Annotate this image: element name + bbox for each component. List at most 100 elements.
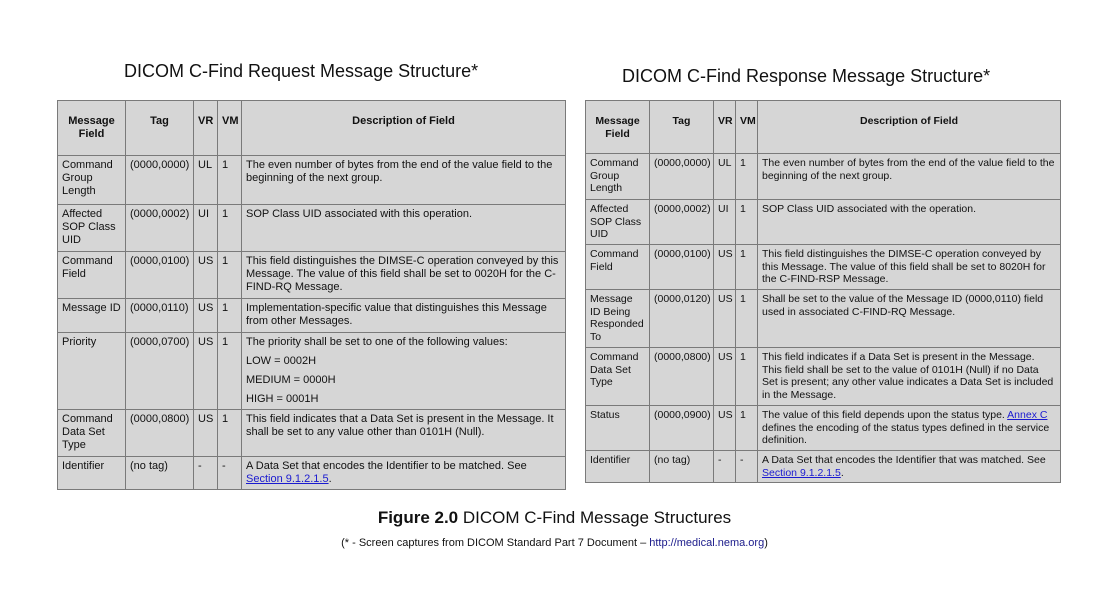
footnote: (* - Screen captures from DICOM Standard… [0, 537, 1109, 549]
cell-description: SOP Class UID associated with the operat… [757, 199, 1061, 245]
cell-vr: US [713, 244, 736, 290]
table-row: Command Data Set Type (0000,0800) US 1 T… [57, 409, 566, 457]
request-table-title: DICOM C-Find Request Message Structure* [124, 61, 479, 81]
cell-description: The value of this field depends upon the… [757, 405, 1061, 451]
header-vr: VR [713, 100, 736, 154]
cell-vm: 1 [735, 289, 758, 348]
cell-field: Identifier [57, 456, 126, 490]
cell-tag: (no tag) [649, 450, 714, 483]
cell-tag: (0000,0000) [125, 155, 194, 205]
cell-field: Priority [57, 332, 126, 410]
cell-field: Command Field [57, 251, 126, 299]
response-table-title: DICOM C-Find Response Message Structure* [622, 66, 991, 86]
header-vm: VM [217, 100, 242, 156]
table-row: Identifier (no tag) - - A Data Set that … [585, 450, 1061, 483]
cell-field: Status [585, 405, 650, 451]
cell-field: Command Data Set Type [57, 409, 126, 457]
cell-tag: (0000,0700) [125, 332, 194, 410]
cell-vm: - [217, 456, 242, 490]
table-row: Command Group Length (0000,0000) UL 1 Th… [57, 155, 566, 205]
cell-tag: (0000,0110) [125, 298, 194, 333]
cell-vm: 1 [217, 204, 242, 252]
table-row: Status (0000,0900) US 1 The value of thi… [585, 405, 1061, 451]
cell-field: Affected SOP Class UID [585, 199, 650, 245]
table-row: Affected SOP Class UID (0000,0002) UI 1 … [57, 204, 566, 252]
cell-description: The priority shall be set to one of the … [241, 332, 566, 410]
cell-tag: (0000,0800) [649, 347, 714, 406]
table-row: Command Field (0000,0100) US 1 This fiel… [585, 244, 1061, 290]
cell-vr: UI [193, 204, 218, 252]
cell-vr: US [193, 332, 218, 410]
cell-field: Message ID [57, 298, 126, 333]
description-suffix: defines the encoding of the status types… [762, 421, 1050, 447]
cell-field: Affected SOP Class UID [57, 204, 126, 252]
cell-field: Message ID Being Responded To [585, 289, 650, 348]
cell-tag: (0000,0002) [125, 204, 194, 252]
cell-description: This field distinguishes the DIMSE-C ope… [241, 251, 566, 299]
cell-vr: US [193, 298, 218, 333]
footnote-link[interactable]: http://medical.nema.org [649, 537, 765, 549]
section-link[interactable]: Section 9.1.2.1.5 [762, 466, 841, 479]
cell-field: Command Field [585, 244, 650, 290]
cell-vr: US [713, 405, 736, 451]
header-message-field: Message Field [57, 100, 126, 156]
priority-medium-value: MEDIUM = 0000H [246, 374, 336, 386]
table-row: Affected SOP Class UID (0000,0002) UI 1 … [585, 199, 1061, 245]
cell-vr: UL [713, 153, 736, 200]
cell-description: The even number of bytes from the end of… [241, 155, 566, 205]
cell-description: This field distinguishes the DIMSE-C ope… [757, 244, 1061, 290]
cell-vm: - [735, 450, 758, 483]
table-row: Message ID (0000,0110) US 1 Implementati… [57, 298, 566, 333]
cell-tag: (0000,0000) [649, 153, 714, 200]
cell-field: Command Group Length [585, 153, 650, 200]
table-row: Command Data Set Type (0000,0800) US 1 T… [585, 347, 1061, 406]
table-row: Identifier (no tag) - - A Data Set that … [57, 456, 566, 490]
cell-vm: 1 [217, 298, 242, 333]
priority-high-value: HIGH = 0001H [246, 393, 319, 405]
cell-tag: (0000,0100) [649, 244, 714, 290]
header-description: Description of Field [241, 100, 566, 156]
annex-c-link[interactable]: Annex C [1007, 409, 1048, 421]
header-description: Description of Field [757, 100, 1061, 154]
cell-tag: (no tag) [125, 456, 194, 490]
description-text: The value of this field depends upon the… [762, 409, 1008, 421]
response-message-table: Message Field Tag VR VM Description of F… [585, 100, 1061, 483]
cell-vr: US [713, 347, 736, 406]
cell-tag: (0000,0800) [125, 409, 194, 457]
cell-vm: 1 [735, 347, 758, 406]
header-message-field: Message Field [585, 100, 650, 154]
section-link[interactable]: Section 9.1.2.1.5 [246, 473, 329, 485]
request-message-table: Message Field Tag VR VM Description of F… [57, 100, 566, 490]
description-suffix: . [328, 473, 332, 485]
cell-vr: - [193, 456, 218, 490]
cell-field: Command Data Set Type [585, 347, 650, 406]
table-row: Priority (0000,0700) US 1 The priority s… [57, 332, 566, 410]
cell-description: A Data Set that encodes the Identifier t… [757, 450, 1061, 483]
table-row: Message ID Being Responded To (0000,0120… [585, 289, 1061, 348]
footnote-suffix: ) [764, 537, 768, 549]
cell-tag: (0000,0002) [649, 199, 714, 245]
figure-caption-text: DICOM C-Find Message Structures [458, 508, 732, 527]
table-row: Command Group Length (0000,0000) UL 1 Th… [585, 153, 1061, 200]
header-vr: VR [193, 100, 218, 156]
table-row: Command Field (0000,0100) US 1 This fiel… [57, 251, 566, 299]
cell-vr: US [193, 409, 218, 457]
footnote-text: (* - Screen captures from DICOM Standard… [341, 537, 650, 549]
priority-description: The priority shall be set to one of the … [246, 336, 508, 348]
cell-description: This field indicates that a Data Set is … [241, 409, 566, 457]
cell-vr: - [713, 450, 736, 483]
cell-field: Command Group Length [57, 155, 126, 205]
priority-low-value: LOW = 0002H [246, 355, 317, 367]
cell-vm: 1 [735, 405, 758, 451]
header-tag: Tag [649, 100, 714, 154]
cell-vm: 1 [735, 199, 758, 245]
cell-vm: 1 [217, 409, 242, 457]
description-text: A Data Set that encodes the Identifier t… [246, 460, 527, 472]
header-vm: VM [735, 100, 758, 154]
figure-caption: Figure 2.0 DICOM C-Find Message Structur… [0, 508, 1109, 528]
cell-vm: 1 [735, 244, 758, 290]
cell-tag: (0000,0100) [125, 251, 194, 299]
cell-vr: US [713, 289, 736, 348]
cell-description: Implementation-specific value that disti… [241, 298, 566, 333]
cell-tag: (0000,0120) [649, 289, 714, 348]
